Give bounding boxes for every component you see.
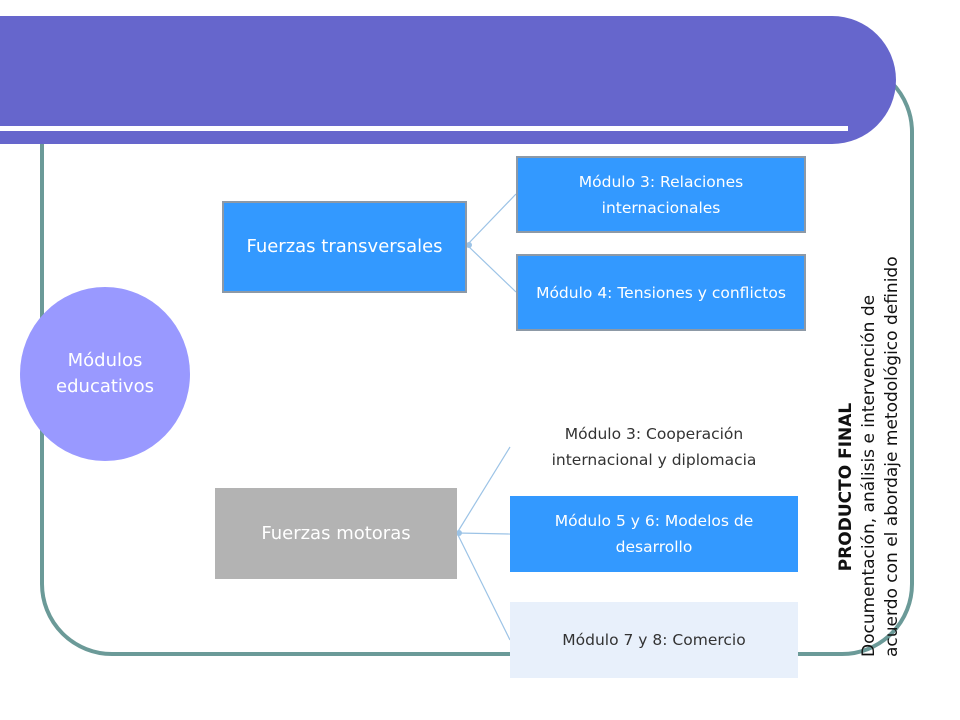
final-product-line1: Documentación, análisis e intervención d… <box>859 294 879 657</box>
final-product-text: PRODUCTO FINAL Documentación, análisis e… <box>835 256 904 657</box>
node-fuerzas-motoras: Fuerzas motoras <box>215 488 457 579</box>
node-modulo-5-6-modelos: Módulo 5 y 6: Modelos de desarrollo <box>510 496 798 572</box>
node-label: Módulo 4: Tensiones y conflictos <box>536 283 786 302</box>
node-modulo-3-cooperacion: Módulo 3: Cooperación internacional y di… <box>510 417 798 477</box>
connector-dot-trans <box>466 242 472 248</box>
node-fuerzas-transversales: Fuerzas transversales <box>222 201 467 293</box>
node-label: Módulo 5 y 6: Modelos de desarrollo <box>554 512 754 556</box>
connector-mot-m78 <box>456 532 511 641</box>
node-label: Fuerzas motoras <box>261 522 411 544</box>
node-modulo-4-tensiones: Módulo 4: Tensiones y conflictos <box>516 254 806 331</box>
node-label: Módulo 7 y 8: Comercio <box>562 631 746 649</box>
center-node-modulos-educativos: Módulos educativos <box>20 287 190 461</box>
node-modulo-7-8-comercio: Módulo 7 y 8: Comercio <box>510 602 798 678</box>
node-label: Módulo 3: Cooperación internacional y di… <box>551 425 757 469</box>
title-banner <box>0 16 896 144</box>
center-node-label: Módulos educativos <box>56 350 154 397</box>
connector-trans-m3 <box>466 193 517 246</box>
connector-dot-mot <box>456 530 462 536</box>
connector-mot-m56 <box>456 532 511 535</box>
banner-divider <box>0 126 848 131</box>
node-modulo-3-relaciones: Módulo 3: Relaciones internacionales <box>516 156 806 233</box>
connector-trans-m4 <box>466 244 517 293</box>
connector-mot-m3 <box>456 446 511 534</box>
node-label: Fuerzas transversales <box>246 236 443 257</box>
final-product-title: PRODUCTO FINAL <box>836 402 856 572</box>
final-product-line2: acuerdo con el abordaje metodológico def… <box>882 256 902 657</box>
node-label: Módulo 3: Relaciones internacionales <box>578 172 744 217</box>
